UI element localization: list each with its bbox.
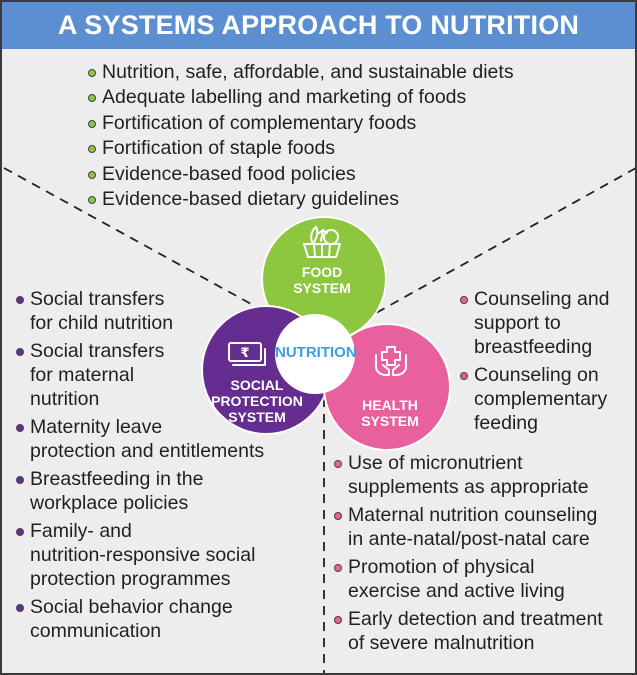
food-system-item-text: Adequate labelling and marketing of food… — [102, 86, 467, 109]
health-system-item-text: exercise and active living — [348, 580, 565, 602]
food-system-item: Nutrition, safe, affordable, and sustain… — [86, 60, 514, 84]
svg-text:₹: ₹ — [240, 346, 249, 361]
food-system-item: Evidence-based food policies — [86, 162, 514, 186]
food-system-item-text: Evidence-based food policies — [102, 162, 356, 185]
health-system-item-text: in ante-natal/post-natal care — [348, 528, 590, 550]
health-system-item-text: complementary — [474, 388, 608, 410]
social-protection-item-text: protection and entitlements — [30, 440, 265, 462]
social-protection-item-text: Social transfers — [30, 288, 165, 310]
social-protection-item-text: nutrition-responsive social — [30, 544, 256, 566]
food-system-item-text: Fortification of staple foods — [102, 137, 336, 160]
divider-left — [3, 167, 303, 333]
health-system-item-text: support to — [474, 312, 561, 334]
social-protection-item-text: for child nutrition — [30, 312, 174, 334]
social-protection-item-text: Social behavior change — [30, 596, 233, 618]
health-system-item-text: Promotion of physical — [348, 556, 535, 578]
food-system-item-text: Evidence-based dietary guidelines — [102, 187, 400, 210]
cross-in-hands-icon — [375, 346, 407, 376]
social-protection-item-text: for maternal — [30, 364, 135, 386]
divider-right — [341, 167, 635, 333]
social-protection-item-text: nutrition — [30, 388, 100, 410]
health-system-item-text: Counseling and — [474, 288, 610, 310]
health-system-item-text: breastfeeding — [474, 336, 593, 358]
rupee-banknote-icon: ₹ — [228, 342, 266, 366]
health-system-item-text: Maternal nutrition counseling — [348, 504, 598, 526]
social-protection-label: SOCIAL PROTECTION SYSTEM — [211, 377, 303, 425]
health-system-item-text: supplements as appropriate — [348, 476, 589, 498]
nutrition-center-circle — [275, 314, 355, 394]
health-system-item-text: Use of micronutrient — [348, 452, 523, 474]
social-protection-item-text: Maternity leave — [30, 416, 163, 438]
health-system-item-text: Early detection and treatment — [348, 608, 603, 630]
food-system-item: Evidence-based dietary guidelines — [86, 187, 514, 211]
food-system-item: Fortification of staple foods — [86, 136, 514, 160]
social-protection-item-text: Family- and — [30, 520, 132, 542]
food-system-item-text: Nutrition, safe, affordable, and sustain… — [102, 61, 514, 83]
social-protection-item-text: Social transfers — [30, 340, 165, 362]
social-protection-item-text: workplace policies — [30, 492, 189, 514]
food-system-list: Nutrition, safe, affordable, and sustain… — [86, 60, 514, 212]
social-protection-item-text: Breastfeeding in the — [30, 468, 204, 490]
food-system-item: Adequate labelling and marketing of food… — [86, 85, 514, 109]
food-system-label: FOOD SYSTEM — [293, 264, 351, 296]
health-system-item-text: feeding — [474, 412, 538, 434]
nutrition-label: NUTRITION — [275, 344, 357, 361]
food-system-item-text: Fortification of complementary foods — [102, 111, 417, 134]
food-system-item: Fortification of complementary foods — [86, 111, 514, 135]
social-protection-item-text: communication — [30, 620, 162, 642]
health-system-label: HEALTH SYSTEM — [361, 397, 419, 429]
social-protection-item-text: protection programmes — [30, 568, 231, 590]
vegetables-basket-icon — [303, 226, 341, 258]
health-system-item-text: Counseling on — [474, 364, 599, 386]
diagram-title: A SYSTEMS APPROACH TO NUTRITION — [2, 2, 635, 49]
health-system-item-text: of severe malnutrition — [348, 632, 535, 654]
